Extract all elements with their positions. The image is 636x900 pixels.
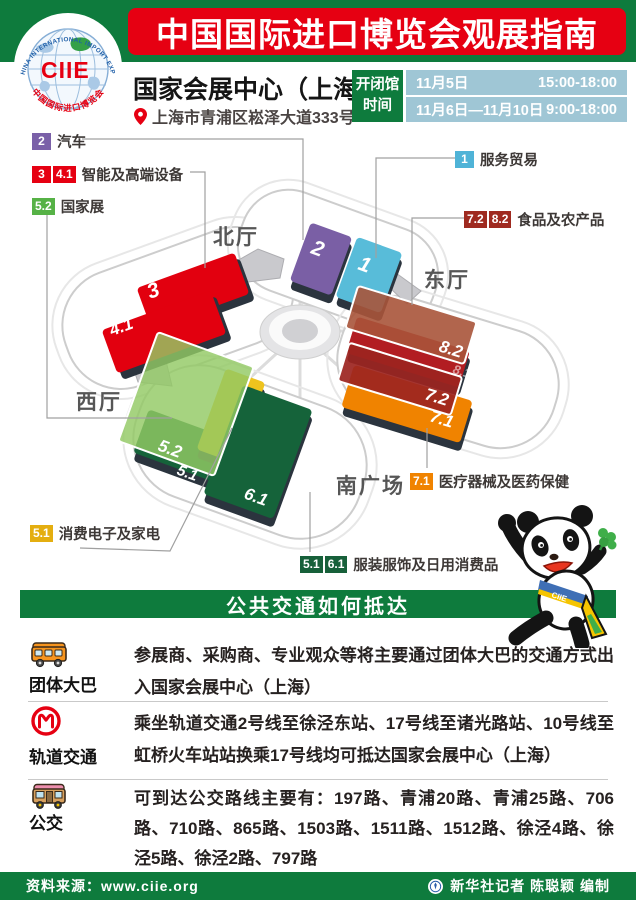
city-bus-icon — [30, 783, 70, 816]
credit-text: 新华社记者 陈聪颖 编制 — [450, 878, 610, 894]
hours-date-2: 11月6日—11月10日 — [416, 103, 544, 119]
xinhua-emblem-icon — [428, 878, 444, 894]
transport-row-label: 轨道交通 — [29, 748, 97, 767]
hall-badge: 6.1 — [324, 556, 348, 573]
divider — [28, 779, 608, 780]
divider — [28, 701, 608, 702]
transport-section-title: 公共交通如何抵达 — [226, 595, 410, 618]
legend-consumer-electronics: 5.1 消费电子及家电 — [30, 523, 160, 544]
hall-badge: 2 — [32, 133, 51, 150]
legend-label: 智能及高端设备 — [81, 168, 184, 184]
hall-badge: 4.1 — [53, 166, 76, 183]
hours-row-1: 11月5日 15:00-18:00 — [406, 70, 627, 95]
hours-label-line2: 时间 — [363, 98, 392, 114]
transport-row-text: 参展商、采购商、专业观众等将主要通过团体大巴的交通方式出入国家会展中心（上海） — [134, 646, 614, 697]
hall-badge: 7.1 — [410, 473, 433, 490]
venue-name: 国家会展中心（上海） — [133, 76, 384, 104]
hall-badge: 7.2 — [464, 211, 487, 228]
hall-badge: 5.1 — [30, 525, 53, 542]
hall-badge: 8.2 — [488, 211, 512, 228]
transport-row-label: 公交 — [29, 814, 63, 833]
opening-hours-table: 11月5日 15:00-18:00 11月6日—11月10日 9:00-18:0… — [406, 70, 627, 122]
central-ring — [259, 304, 341, 360]
west-hall-label: 西厅 — [76, 391, 122, 414]
legend-medical: 7.1 医疗器械及医药保健 — [410, 471, 569, 492]
south-plaza-label: 南广场 — [336, 475, 405, 498]
venue-address-row: 上海市青浦区崧泽大道333号 — [134, 104, 355, 128]
credit-row: 新华社记者 陈聪颖 编制 — [427, 876, 610, 896]
hall-badge: 3 — [32, 166, 51, 183]
hall-5-2-overlay — [118, 331, 254, 477]
hours-date-1: 11月5日 — [416, 76, 469, 92]
hall-badge: 5.1 — [300, 556, 323, 573]
hall-badge: 1 — [455, 151, 474, 168]
poster-title: 中国国际进口博览会观展指南 — [156, 15, 598, 53]
hours-row-2: 11月6日—11月10日 9:00-18:00 — [406, 97, 627, 122]
legend-trade-services: 1 服务贸易 — [455, 149, 538, 170]
panda-mascot: CIIE — [498, 505, 617, 648]
hall-8-2-overlay — [345, 285, 477, 365]
location-pin-icon — [134, 107, 147, 125]
poster-title-banner: 中国国际进口博览会观展指南 — [128, 8, 626, 55]
hall-2 — [290, 223, 352, 304]
hall-badge: 5.2 — [32, 198, 55, 215]
ciie-logo-icon: CIIE CHINA INTERNATIONAL IMPORT EXPO 中国国… — [9, 4, 122, 121]
hall-5-1-number: 5.1 — [175, 462, 200, 485]
opening-hours-label: 开闭馆 时间 — [352, 70, 403, 122]
legend-label: 服务贸易 — [480, 153, 538, 169]
venue-map: 3 4.1 2 1 8.2 8.1 7.2 7.1 5.2 5.1 6.1 — [46, 138, 570, 552]
ciie-logo: CIIE CHINA INTERNATIONAL IMPORT EXPO 中国国… — [9, 4, 124, 121]
legend-label: 医疗器械及医药保健 — [438, 475, 570, 491]
transport-section-bar: 公共交通如何抵达 — [20, 590, 616, 618]
legend-country-pavilion: 5.2 国家展 — [32, 196, 104, 217]
legend-label: 消费电子及家电 — [58, 527, 161, 543]
legend-label: 国家展 — [60, 200, 105, 216]
transport-row-label: 团体大巴 — [29, 676, 97, 695]
north-hall-label: 北厅 — [213, 226, 259, 249]
legend-label: 汽车 — [57, 135, 86, 151]
hours-time-1: 15:00-18:00 — [538, 74, 617, 91]
shanghai-metro-icon — [30, 705, 62, 742]
ciie-logo-text: CIIE — [41, 57, 90, 83]
legend-label: 食品及农产品 — [517, 213, 605, 229]
hours-label-line1: 开闭馆 — [355, 76, 400, 93]
footer-bar: 资料来源：www.ciie.org 新华社记者 陈聪颖 编制 — [0, 872, 636, 900]
legend-autos: 2 汽车 — [32, 131, 86, 152]
transport-row-text: 可到达公交路线主要有：197路、青浦20路、青浦25路、706路、710路、86… — [134, 789, 614, 868]
hours-time-2: 9:00-18:00 — [546, 101, 617, 118]
transport-row-text: 乘坐轨道交通2号线至徐泾东站、17号线至诸光路站、10号线至虹桥火车站站换乘17… — [134, 714, 614, 765]
coach-bus-icon — [30, 641, 70, 674]
legend-label: 服装服饰及日用消费品 — [353, 558, 499, 574]
hall-7-2-overlay — [337, 342, 463, 416]
east-hall-label: 东厅 — [424, 269, 470, 292]
source-text: 资料来源：www.ciie.org — [26, 878, 199, 894]
venue-address: 上海市青浦区崧泽大道333号 — [152, 110, 355, 127]
clover-sprig — [598, 528, 617, 551]
leader-lines — [46, 138, 466, 552]
hall-8-1-number: 8.1 — [451, 362, 473, 382]
